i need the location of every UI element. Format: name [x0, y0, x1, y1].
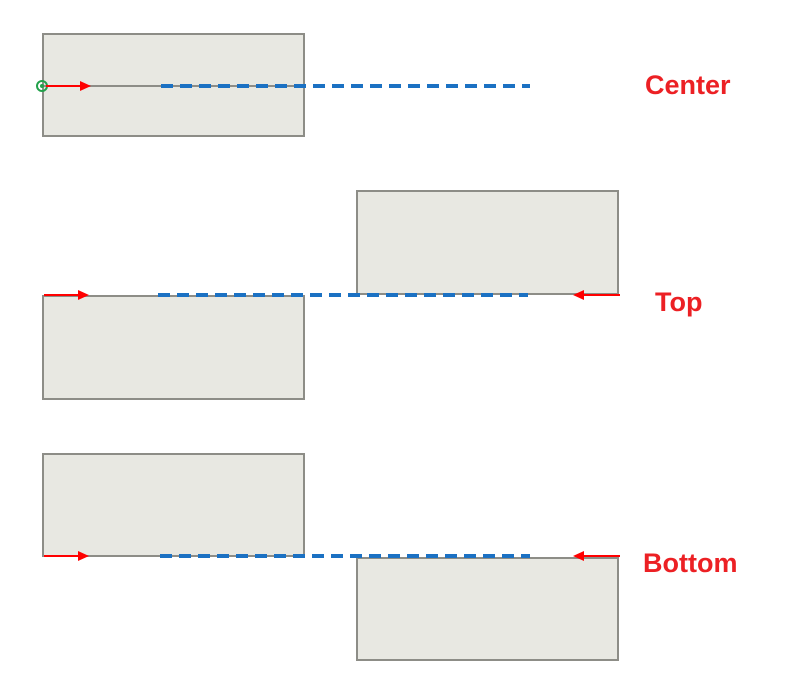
- arrow-left-icon: [573, 551, 584, 561]
- top-label: Top: [655, 287, 703, 317]
- bottom-label: Bottom: [643, 548, 738, 578]
- top-row-left-arrow-shaft: [44, 294, 78, 296]
- top-row-right-arrow-shaft: [584, 294, 620, 296]
- arrow-right-icon: [78, 290, 89, 300]
- arrow-left-icon: [573, 290, 584, 300]
- top-row-rectangle-right: [356, 190, 619, 295]
- arrow-right-icon: [78, 551, 89, 561]
- bottom-row-left-arrow-shaft: [44, 555, 78, 557]
- origin-point-dot: [40, 84, 44, 88]
- arrow-right-icon: [80, 81, 91, 91]
- bottom-row-rectangle-left: [42, 453, 305, 557]
- bottom-row-dashed-alignment-line: [160, 554, 530, 558]
- center-row-arrow-shaft: [46, 85, 82, 87]
- bottom-row-right-arrow-shaft: [584, 555, 620, 557]
- top-row-rectangle-left: [42, 295, 305, 400]
- center-label: Center: [645, 70, 731, 100]
- top-row-dashed-alignment-line: [158, 293, 528, 297]
- center-row-dashed-alignment-line: [161, 84, 530, 88]
- bottom-row-rectangle-right: [356, 557, 619, 661]
